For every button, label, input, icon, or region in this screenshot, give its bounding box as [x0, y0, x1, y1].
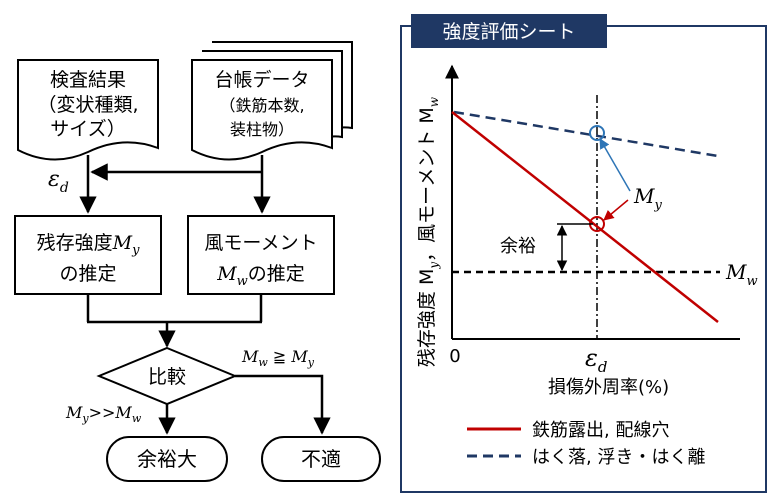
evaluation-sheet-title-bg — [411, 14, 607, 48]
condition-right-label: Mw ≧ My — [241, 347, 315, 369]
outcome-unsuitable-label: 不適 — [301, 447, 341, 471]
x-tick-epsilon-d: εd — [585, 344, 608, 376]
legend-label-spalling: はく落, 浮き・はく離 — [532, 447, 705, 468]
my-arrow-to-spalling — [599, 138, 631, 192]
my-arrow-to-rebar — [603, 199, 629, 221]
residual-strength-line1: 残存強度My — [37, 232, 140, 258]
legend: 鉄筋露出, 配線穴 はく落, 浮き・はく離 — [467, 420, 705, 468]
legend-label-rebar-exposure: 鉄筋露出, 配線穴 — [532, 420, 669, 441]
epsilon-d-label: εd — [48, 167, 69, 196]
inspection-result-line3: サイズ） — [50, 118, 125, 140]
compare-node: 比較 — [96, 346, 238, 406]
y-axis-label: 残存強度 My，風モーメント Mw — [416, 96, 441, 367]
rebar-exposure-line — [451, 111, 719, 323]
ledger-data-node: 台帳データ （鉄筋本数, 装柱物） — [191, 41, 353, 161]
spalling-line — [453, 110, 719, 158]
residual-strength-node: 残存強度My の推定 — [14, 215, 162, 295]
residual-strength-line2: の推定 — [59, 263, 116, 285]
wind-moment-node: 風モーメント Mwの推定 — [187, 215, 335, 295]
x-axis-label: 損傷外周率(%) — [548, 377, 669, 398]
spalling-point — [589, 125, 605, 141]
outcome-unsuitable: 不適 — [261, 436, 381, 482]
compare-label: 比較 — [148, 366, 186, 388]
arrow-to-unsuitable — [235, 374, 331, 435]
evaluation-sheet-frame — [400, 25, 767, 493]
origin-label: 0 — [449, 346, 460, 367]
wind-moment-line1: 風モーメント — [204, 232, 317, 254]
mw-label: Mw — [725, 260, 758, 289]
ledger-data-line3: 装柱物） — [230, 120, 294, 139]
ledger-data-line1: 台帳データ — [214, 69, 309, 91]
wind-moment-line2: Mwの推定 — [216, 263, 305, 289]
evaluation-sheet-title: 強度評価シート — [442, 21, 575, 43]
my-label: My — [633, 184, 662, 213]
inspection-result-line1: 検査結果 — [50, 69, 126, 91]
outcome-large-margin-label: 余裕大 — [137, 447, 197, 471]
inspection-result-line2: （変状種類, — [37, 94, 138, 116]
inspection-result-node: 検査結果 （変状種類, サイズ） — [17, 59, 159, 161]
margin-label: 余裕 — [500, 236, 536, 257]
condition-left-label: My>>Mw — [65, 403, 142, 425]
outcome-large-margin: 余裕大 — [106, 436, 228, 482]
ledger-data-line2: （鉄筋本数, — [219, 96, 304, 115]
